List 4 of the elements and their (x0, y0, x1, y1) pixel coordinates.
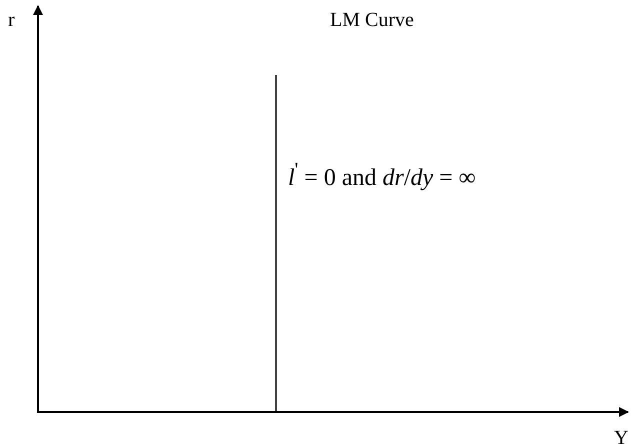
curve-label: LM Curve (330, 10, 414, 30)
axis-label: Y (614, 428, 628, 447)
axis-label: r (8, 10, 15, 30)
slope-formula: l$^{'}$ = 0 and dr/dy = ∞ (288, 160, 476, 190)
